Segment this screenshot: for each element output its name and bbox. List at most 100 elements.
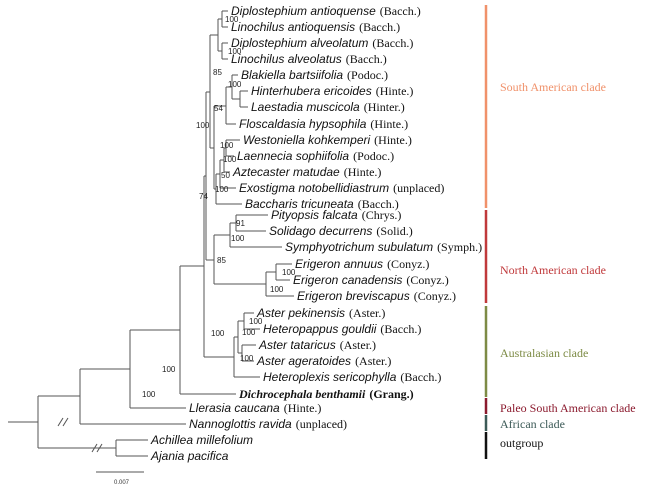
tribe-abbreviation: (Hinte.) (344, 165, 382, 179)
tribe-abbreviation: (Hinte.) (284, 401, 322, 415)
tribe-abbreviation: (Bacch.) (346, 52, 387, 66)
species-name: Hinterhubera ericoides (251, 84, 372, 98)
taxon-label: Erigeron annuus(Conyz.) (295, 257, 429, 271)
tribe-abbreviation: (Aster.) (340, 338, 376, 352)
species-name: Pityopsis falcata (271, 208, 358, 222)
species-name: Linochilus antioquensis (231, 20, 355, 34)
species-name: Linochilus alveolatus (231, 52, 342, 66)
species-name: Aster tataricus (258, 338, 336, 352)
species-name: Blakiella bartsiifolia (241, 68, 343, 82)
tribe-abbreviation: (Conyz.) (406, 273, 448, 287)
branch-break-mark (96, 443, 103, 453)
taxon-label: Ajania pacifica (150, 449, 229, 463)
support-value: 100 (223, 155, 237, 164)
species-name: Solidago decurrens (269, 224, 372, 238)
species-name: Laennecia sophiifolia (237, 149, 349, 163)
taxon-label: Heteroplexis sericophylla(Bacch.) (263, 370, 441, 384)
taxon-label: Aster pekinensis (Aster.) (256, 306, 385, 320)
species-name: Baccharis tricuneata (245, 197, 354, 211)
taxon-label: Llerasia caucana (Hinte.) (189, 401, 321, 415)
branch-break-mark (62, 417, 69, 427)
tribe-abbreviation: (Grang.) (369, 387, 413, 401)
species-name: Nannoglottis ravida (189, 417, 292, 431)
species-name: Westoniella kohkemperi (243, 133, 371, 147)
branch-break-mark (91, 443, 98, 453)
tribe-abbreviation: (Aster.) (355, 354, 391, 368)
taxon-label: Pityopsis falcata(Chrys.) (271, 208, 401, 222)
species-name: Aster ageratoides (256, 354, 351, 368)
species-name: Diplostephium antioquense (231, 4, 376, 18)
taxon-label: Nannoglottis ravida (unplaced) (189, 417, 347, 431)
taxon-label: Dichrocephala benthamii(Grang.) (238, 387, 414, 401)
support-value: 100 (228, 80, 242, 89)
tribe-abbreviation: (Solid.) (376, 224, 412, 238)
clade-label: outgroup (500, 436, 543, 450)
tribe-abbreviation: (Bacch.) (372, 36, 413, 50)
support-values: 1001008554100100100501007491100851001001… (142, 15, 296, 399)
tribe-abbreviation: (Bacch.) (358, 197, 399, 211)
support-value: 100 (225, 15, 239, 24)
species-name: Symphyotrichum subulatum (285, 240, 433, 254)
taxon-label: Exostigma notobellidiastrum(unplaced) (239, 181, 444, 195)
tribe-abbreviation: (Conyz.) (387, 257, 429, 271)
tribe-abbreviation: (Hinte.) (376, 84, 414, 98)
branch-break-mark (57, 417, 64, 427)
clade-label: Australasian clade (500, 346, 588, 360)
taxon-label: Linochilus alveolatus (Bacch.) (231, 52, 387, 66)
support-value: 100 (282, 268, 296, 277)
support-value: 100 (249, 317, 263, 326)
taxon-label: Hinterhubera ericoides (Hinte.) (251, 84, 413, 98)
clade-label: North American clade (500, 263, 606, 277)
tribe-abbreviation: (Podoc.) (353, 149, 394, 163)
species-name: Aztecaster matudae (232, 165, 340, 179)
taxon-labels: Diplostephium antioquense(Bacch.)Linochi… (150, 4, 482, 463)
species-name: Exostigma notobellidiastrum (239, 181, 389, 195)
support-value: 100 (220, 141, 234, 150)
species-name: Laestadia muscicola (251, 100, 360, 114)
species-name: Heteropappus gouldii (263, 322, 377, 336)
support-value: 50 (221, 171, 230, 180)
taxon-label: Diplostephium antioquense (Bacch.) (231, 4, 421, 18)
scale-bar-label: 0.007 (114, 480, 130, 486)
support-value: 100 (211, 329, 225, 338)
species-name: Erigeron canadensis (293, 273, 402, 287)
support-value: 85 (217, 256, 226, 265)
species-name: Ajania pacifica (150, 449, 229, 463)
support-value: 74 (199, 192, 208, 201)
support-value: 100 (142, 390, 156, 399)
tribe-abbreviation: (Hinte.) (374, 133, 412, 147)
taxon-label: Diplostephium alveolatum (Bacch.) (231, 36, 413, 50)
taxon-label: Symphyotrichum subulatum(Symph.) (285, 240, 482, 254)
taxon-label: Solidago decurrens (Solid.) (269, 224, 413, 238)
tribe-abbreviation: (Bacch.) (380, 4, 421, 18)
support-value: 54 (214, 104, 223, 113)
taxon-label: Laestadia muscicola(Hinter.) (251, 100, 405, 114)
tribe-abbreviation: (Hinte.) (370, 117, 408, 131)
tribe-abbreviation: (unplaced) (296, 417, 347, 431)
taxon-label: Laennecia sophiifolia (Podoc.) (237, 149, 394, 163)
species-name: Aster pekinensis (256, 306, 345, 320)
tribe-abbreviation: (Bacch.) (359, 20, 400, 34)
taxon-label: Erigeron breviscapus(Conyz.) (297, 289, 456, 303)
species-name: Dichrocephala benthamii (238, 387, 366, 401)
taxon-label: Baccharis tricuneata (Bacch.) (245, 197, 399, 211)
support-value: 100 (231, 234, 245, 243)
tribe-abbreviation: (Bacch.) (400, 370, 441, 384)
species-name: Floscaldasia hypsophila (239, 117, 367, 131)
taxon-label: Floscaldasia hypsophila(Hinte.) (239, 117, 408, 131)
support-value: 85 (213, 68, 222, 77)
clade-label: South American clade (500, 80, 606, 94)
species-name: Llerasia caucana (189, 401, 280, 415)
support-value: 100 (240, 354, 254, 363)
taxon-label: Achillea millefolium (150, 433, 253, 447)
tribe-abbreviation: (Aster.) (349, 306, 385, 320)
clade-label: Paleo South American clade (500, 401, 636, 415)
taxon-label: Erigeron canadensis (Conyz.) (293, 273, 449, 287)
taxon-label: Linochilus antioquensis (Bacch.) (231, 20, 400, 34)
support-value: 100 (242, 328, 256, 337)
tree-branches (8, 10, 294, 457)
species-name: Erigeron breviscapus (297, 289, 410, 303)
tribe-abbreviation: (Bacch.) (380, 322, 421, 336)
species-name: Heteroplexis sericophylla (263, 370, 397, 384)
species-name: Diplostephium alveolatum (231, 36, 368, 50)
